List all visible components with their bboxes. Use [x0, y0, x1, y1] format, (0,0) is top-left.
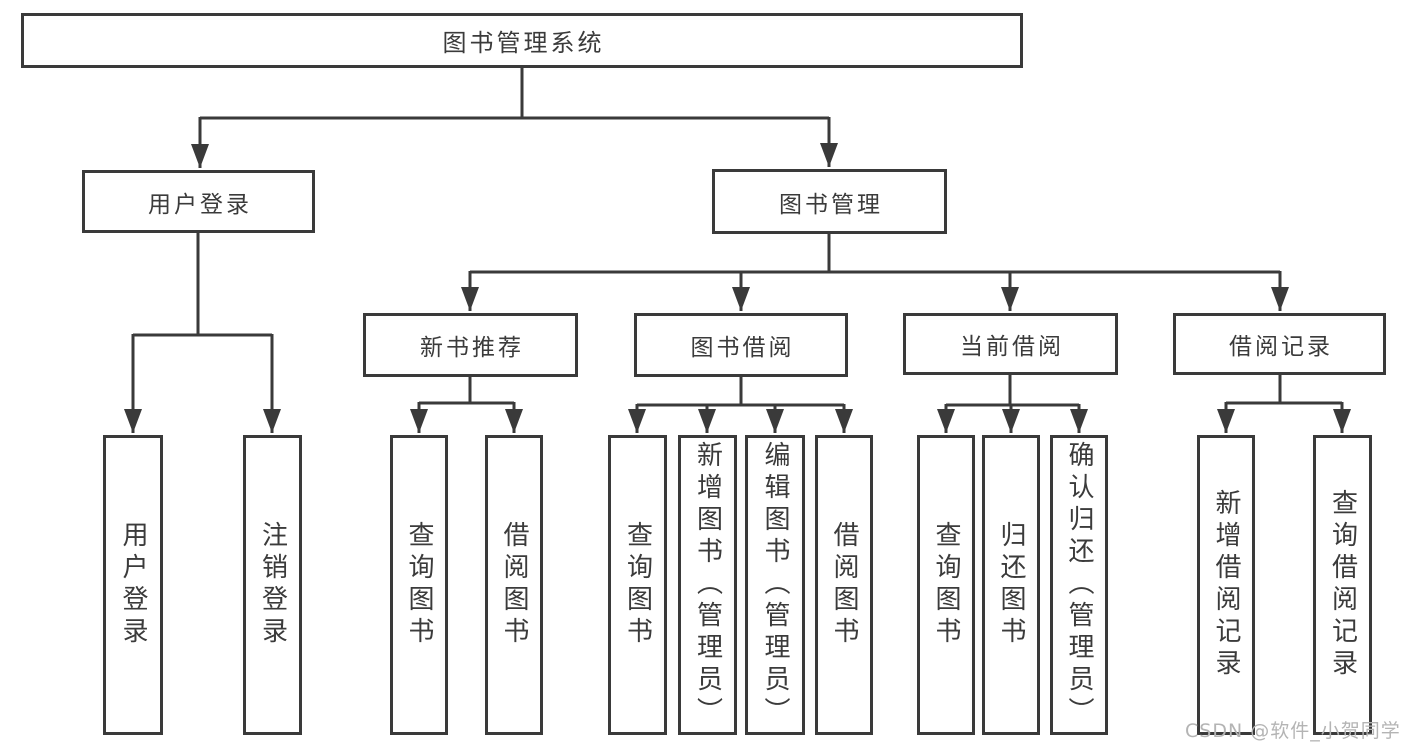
node-label: 用户登录 — [118, 521, 148, 649]
node-label: 图书借阅 — [690, 335, 795, 361]
leaf-query-books-borrow: 查询图书 — [608, 435, 667, 735]
node-label: 当前借阅 — [960, 334, 1064, 360]
node-label: 用户登录 — [148, 191, 252, 218]
leaf-query-books-recommend: 查询图书 — [390, 435, 448, 735]
node-library-management-system: 图书管理系统 — [21, 13, 1023, 68]
leaf-borrow-books-recommend: 借阅图书 — [485, 435, 543, 735]
node-label: 借阅记录 — [1229, 334, 1333, 360]
node-label: 新书推荐 — [420, 335, 524, 361]
node-label: 查询图书 — [404, 521, 434, 649]
node-book-borrow: 图书借阅 — [634, 313, 848, 377]
node-label: 借阅图书 — [499, 521, 529, 649]
node-label: 借阅图书 — [829, 521, 859, 649]
leaf-logout: 注销登录 — [243, 435, 302, 735]
node-label: 图书管理系统 — [442, 29, 605, 57]
node-user-login: 用户登录 — [82, 170, 315, 233]
node-label: 确认归还（管理员） — [1064, 441, 1094, 729]
leaf-edit-books-admin: 编辑图书（管理员） — [745, 435, 805, 735]
leaf-query-books-current: 查询图书 — [917, 435, 975, 735]
node-borrow-records: 借阅记录 — [1173, 313, 1386, 375]
node-label: 查询图书 — [931, 521, 961, 649]
node-label: 图书管理 — [779, 191, 883, 218]
node-label: 注销登录 — [257, 521, 288, 649]
leaf-add-borrow-record: 新增借阅记录 — [1197, 435, 1255, 735]
node-label: 编辑图书（管理员） — [760, 441, 790, 729]
csdn-watermark: CSDN @软件_小贺同学 — [1185, 720, 1401, 742]
leaf-query-borrow-record: 查询借阅记录 — [1313, 435, 1372, 735]
leaf-add-books-admin: 新增图书（管理员） — [678, 435, 737, 735]
leaf-confirm-return-admin: 确认归还（管理员） — [1050, 435, 1108, 735]
node-label: 新增图书（管理员） — [692, 441, 723, 729]
node-new-book-recommend: 新书推荐 — [363, 313, 578, 377]
node-book-management: 图书管理 — [712, 169, 947, 234]
node-label: 归还图书 — [996, 521, 1026, 649]
leaf-user-login: 用户登录 — [103, 435, 163, 735]
node-label: 新增借阅记录 — [1211, 489, 1241, 681]
leaf-return-books: 归还图书 — [982, 435, 1040, 735]
node-current-borrow: 当前借阅 — [903, 313, 1118, 375]
node-label: 查询借阅记录 — [1327, 489, 1358, 681]
node-label: 查询图书 — [622, 521, 653, 649]
leaf-borrow-books: 借阅图书 — [815, 435, 873, 735]
